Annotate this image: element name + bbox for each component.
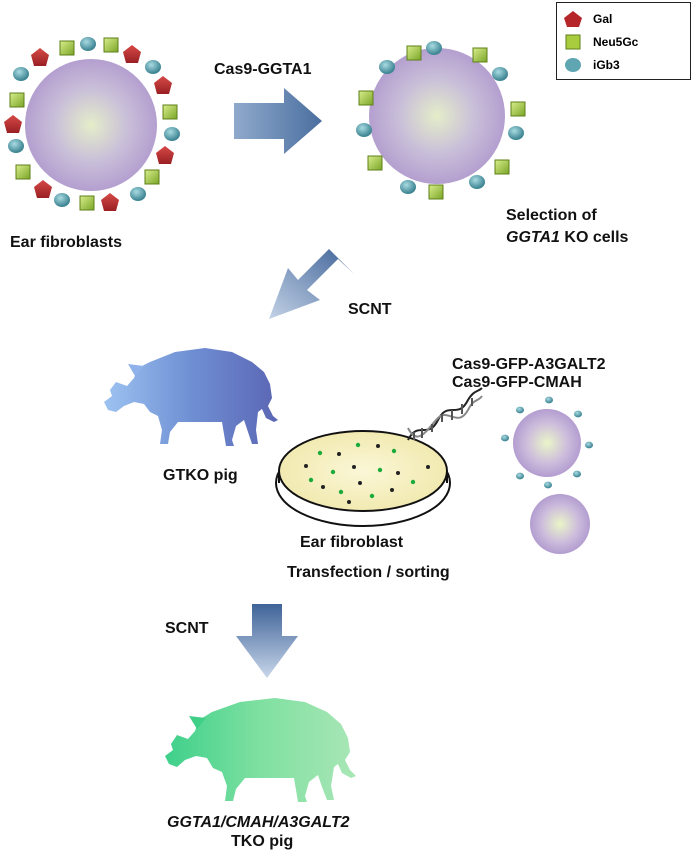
selection-label-line2: GGTA1 KO cells — [506, 228, 628, 248]
tko-pig-ear-icon — [189, 716, 206, 729]
legend-label-igb3: iGb3 — [593, 58, 620, 72]
legend: Gal Neu5Gc iGb3 — [556, 2, 691, 80]
igb3-icon — [80, 37, 96, 51]
sorted-cell-ko — [530, 494, 590, 554]
igb3-icon — [508, 126, 524, 140]
igb3-icon — [145, 60, 161, 74]
igb3-icon — [8, 139, 24, 153]
neu5gc-icon — [9, 92, 25, 108]
neu5gc-icon — [428, 184, 444, 200]
legend-item-gal: Gal — [563, 9, 612, 29]
igb3-icon — [356, 123, 372, 137]
legend-label-gal: Gal — [593, 12, 613, 26]
igb3-icon — [130, 187, 146, 201]
neu5gc-icon — [59, 40, 75, 56]
selection-gene: GGTA1 — [506, 229, 560, 246]
wildtype-surface-antigens — [4, 37, 180, 211]
selection-label-line1: Selection of — [506, 207, 597, 224]
cas9-a3galt2-label: Cas9-GFP-A3GALT2 — [452, 356, 606, 373]
gal-icon — [101, 193, 119, 211]
igb3-icon — [164, 127, 180, 141]
ear-fibroblasts-label: Ear fibroblasts — [10, 234, 123, 251]
legend-item-igb3: iGb3 — [563, 55, 620, 75]
igb3-icon — [565, 58, 581, 72]
gtko-pig-ear-icon — [128, 364, 144, 376]
transfected-cells — [304, 442, 430, 504]
gtko-pig-icon — [104, 348, 278, 446]
gal-icon — [4, 115, 22, 133]
arrow-right-icon — [234, 88, 322, 154]
igb3-icon — [13, 67, 29, 81]
neu5gc-icon — [358, 90, 374, 106]
sorted-cell-with-antigens — [501, 396, 593, 489]
gal-icon — [34, 180, 52, 198]
igb3-icon — [469, 175, 485, 189]
cas9-ggta1-label: Cas9-GGTA1 — [214, 61, 312, 78]
igb3-icon — [379, 60, 395, 74]
gal-icon — [564, 11, 582, 27]
gal-icon — [156, 146, 174, 164]
igb3-icon — [54, 193, 70, 207]
ko-surface-antigens — [356, 41, 526, 200]
tko-pig-label: TKO pig — [231, 833, 294, 850]
arrow-down-left-icon — [269, 249, 354, 319]
neu5gc-icon — [472, 47, 488, 63]
transfection-label: Transfection / sorting — [287, 564, 450, 581]
cas9-cmah-label: Cas9-GFP-CMAH — [452, 374, 582, 391]
ggta1-ko-cell — [369, 48, 505, 184]
igb3-icon — [426, 41, 442, 55]
arrow-down-icon — [236, 604, 298, 678]
ear-fibroblast-label: Ear fibroblast — [300, 534, 404, 551]
gal-icon — [154, 76, 172, 94]
legend-item-neu5gc: Neu5Gc — [563, 32, 638, 52]
gtko-pig-label: GTKO pig — [163, 467, 238, 484]
scnt-label-2: SCNT — [165, 620, 209, 637]
gal-icon — [123, 45, 141, 63]
tko-genes-label: GGTA1/CMAH/A3GALT2 — [167, 814, 350, 831]
scnt-label-1: SCNT — [348, 301, 392, 318]
igb3-icon — [400, 180, 416, 194]
neu5gc-icon — [162, 104, 178, 120]
gal-icon — [31, 48, 49, 66]
neu5gc-icon — [103, 37, 119, 53]
ear-fibroblast-cell-wildtype — [25, 59, 157, 191]
neu5gc-icon — [79, 195, 95, 211]
neu5gc-icon — [15, 164, 31, 180]
igb3-icon — [492, 67, 508, 81]
neu5gc-icon — [406, 45, 422, 61]
neu5gc-icon — [494, 159, 510, 175]
selection-rest: KO cells — [559, 229, 629, 246]
dna-helix-icon — [407, 387, 483, 441]
petri-dish — [275, 430, 451, 527]
neu5gc-icon — [367, 155, 383, 171]
neu5gc-icon — [144, 169, 160, 185]
neu5gc-icon — [565, 34, 581, 50]
neu5gc-icon — [510, 101, 526, 117]
tko-pig-icon — [165, 698, 356, 802]
legend-label-neu5gc: Neu5Gc — [593, 35, 639, 49]
